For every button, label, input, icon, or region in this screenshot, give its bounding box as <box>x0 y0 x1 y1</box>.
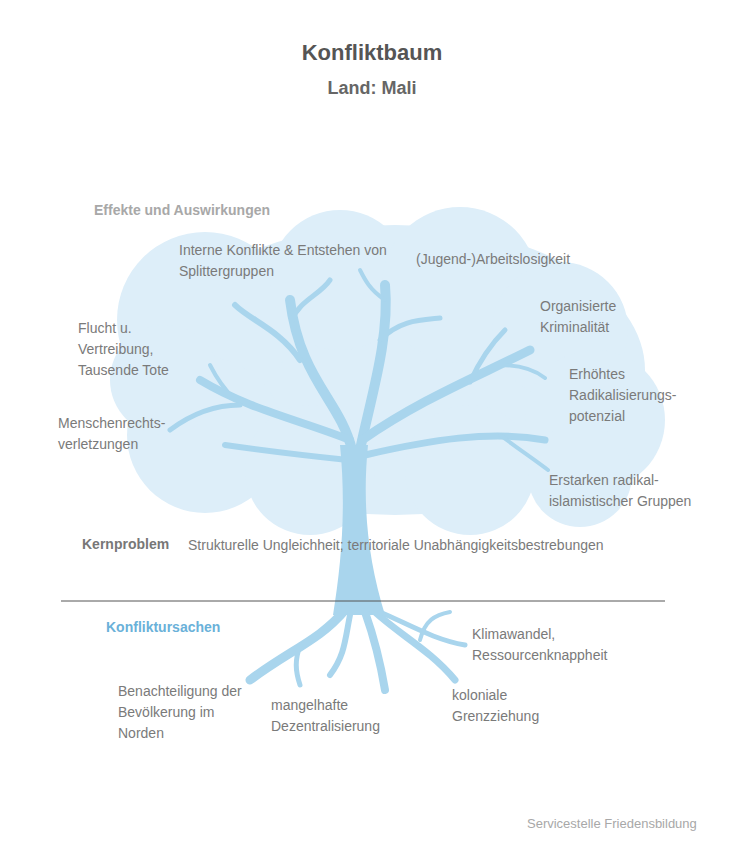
effect-label: Organisierte Kriminalität <box>540 296 635 338</box>
branch <box>360 270 385 300</box>
branch <box>210 365 235 400</box>
root <box>296 645 300 685</box>
root <box>365 612 385 690</box>
root <box>330 615 350 675</box>
cause-label: mangelhafte Dezentralisierung <box>271 695 401 737</box>
effect-label: Interne Konflikte & Entstehen von Splitt… <box>179 240 394 282</box>
branch <box>235 305 300 360</box>
branch <box>500 365 545 378</box>
section-heading: Kernproblem <box>82 534 169 555</box>
branch <box>365 436 545 455</box>
effect-label: Erstarken radikal- islamistischer Gruppe… <box>549 470 719 512</box>
effect-label: Erhöhtes Radikalisierungs- potenzial <box>569 364 694 427</box>
effect-label: Menschenrechts- verletzungen <box>58 413 180 455</box>
section-heading: Konfliktursachen <box>106 617 220 638</box>
branch <box>380 318 440 340</box>
branch <box>500 435 548 470</box>
branches <box>170 270 548 470</box>
cloud-part <box>405 405 535 535</box>
roots <box>250 610 465 690</box>
diagram-title: Konfliktbaum <box>0 38 744 67</box>
root <box>420 612 450 640</box>
branch <box>225 445 348 460</box>
divider-line <box>61 601 665 602</box>
branch <box>292 280 330 320</box>
source-credit: Servicestelle Friedensbildung <box>527 815 697 832</box>
effect-label: (Jugend-)Arbeitslosigkeit <box>416 249 570 270</box>
effect-label: Flucht u. Vertreibung, Tausende Tote <box>78 318 188 381</box>
branch <box>470 330 505 382</box>
root <box>375 612 455 680</box>
root <box>380 612 465 645</box>
cause-label: Benachteiligung der Bevölkerung im Norde… <box>118 681 258 744</box>
core-problem-text: Strukturelle Ungleichheit; territoriale … <box>188 535 604 556</box>
branch <box>200 380 350 440</box>
cause-label: koloniale Grenzziehung <box>452 685 557 727</box>
cause-label: Klimawandel, Ressourcenknappheit <box>472 624 637 666</box>
branch <box>170 405 240 430</box>
subtitle: Land: Mali <box>0 77 744 100</box>
trunk <box>333 445 385 615</box>
section-heading: Effekte und Auswirkungen <box>94 200 270 221</box>
